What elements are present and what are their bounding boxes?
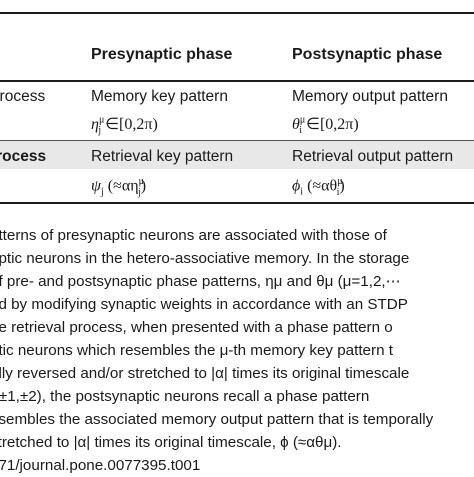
memory-key-formula: ημj ∈[0,2π) xyxy=(91,114,158,137)
header-rule xyxy=(0,80,474,82)
storage-process-label: g process xyxy=(0,88,46,105)
row-divider xyxy=(0,140,474,141)
footnote-line: ally reversed and/or stretched to |α| ti… xyxy=(0,365,410,382)
retrieval-key-pattern: Retrieval key pattern xyxy=(91,148,234,165)
table-bottom-rule xyxy=(0,202,474,204)
table-top-rule xyxy=(0,12,474,14)
footnote-line: stretched to |α| times its original time… xyxy=(0,434,342,451)
retrieval-output-pattern: Retrieval output pattern xyxy=(292,148,454,165)
footnote-line: he retrieval process, when presented wit… xyxy=(0,319,393,336)
footnote-line: aptic neurons in the hetero-associative … xyxy=(0,250,410,267)
retrieval-output-formula: ϕi (≈αθμi) xyxy=(292,176,345,198)
table-footnote: atterns of presynaptic neurons are assoc… xyxy=(0,224,474,477)
footnote-line: of pre- and postsynaptic phase patterns,… xyxy=(0,273,401,290)
header-presynaptic: Presynaptic phase xyxy=(91,46,233,63)
memory-output-pattern: Memory output pattern xyxy=(292,88,448,105)
retrieval-key-formula: ψj (≈αημj) xyxy=(91,176,147,198)
footnote-line: otic neurons which resembles the μ-th me… xyxy=(0,342,393,359)
header-postsynaptic: Postsynaptic phase xyxy=(292,46,443,63)
memory-key-pattern: Memory key pattern xyxy=(91,88,228,105)
retrieval-row-shading xyxy=(0,141,474,169)
retrieval-process-label: l process xyxy=(0,148,47,165)
footnote-line: ed by modifying synaptic weights in acco… xyxy=(0,296,408,313)
footnote-line: =±1,±2), the postsynaptic neurons recall… xyxy=(0,388,370,405)
footnote-line: atterns of presynaptic neurons are assoc… xyxy=(0,227,387,244)
doi-line: 371/journal.pone.0077395.t001 xyxy=(0,457,201,474)
memory-output-formula: θμi ∈[0,2π) xyxy=(292,114,359,137)
footnote-line: esembles the associated memory output pa… xyxy=(0,411,434,428)
